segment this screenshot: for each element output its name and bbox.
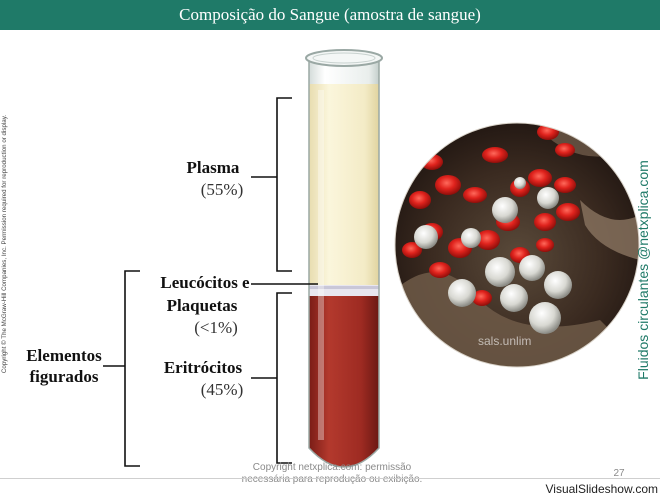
- test-tube: [305, 50, 385, 496]
- copyright-side-text: Copyright © The McGraw-Hill Companies, I…: [1, 59, 13, 429]
- plasma-layer: [305, 84, 385, 287]
- watermark-line1: Copyright netxplica.com: permissão: [232, 462, 432, 474]
- watermark-line2: necessária para reprodução ou exibição.: [232, 474, 432, 486]
- plasma-percent: (55%): [182, 180, 262, 200]
- plasma-bracket: [277, 98, 292, 271]
- photo-overlay-text: sals.unlim: [478, 334, 531, 348]
- leucocitos-label-line1: Leucócitos e: [130, 273, 280, 293]
- erythrocytes-bracket: [277, 293, 292, 463]
- leucocitos-label-line2: Plaquetas: [142, 296, 262, 316]
- elementos-label-line2: figurados: [14, 367, 114, 387]
- tube-rim: [306, 50, 382, 66]
- formed-elements-bracket: [125, 271, 140, 466]
- eritrocitos-label: Eritrócitos: [148, 358, 258, 378]
- side-title: Fluidos circulantes @netxplica.com: [635, 160, 653, 380]
- eritrocitos-percent: (45%): [182, 380, 262, 400]
- elementos-label-line1: Elementos: [14, 346, 114, 366]
- plasma-label: Plasma: [168, 158, 258, 178]
- footer-divider: [0, 478, 660, 479]
- watermark: Copyright netxplica.com: permissão neces…: [232, 462, 432, 486]
- blood-cells-micrograph: sals.unlim: [395, 120, 640, 370]
- footer-brand[interactable]: VisualSlideshow.com: [500, 482, 658, 496]
- leucocitos-percent: (<1%): [176, 318, 256, 338]
